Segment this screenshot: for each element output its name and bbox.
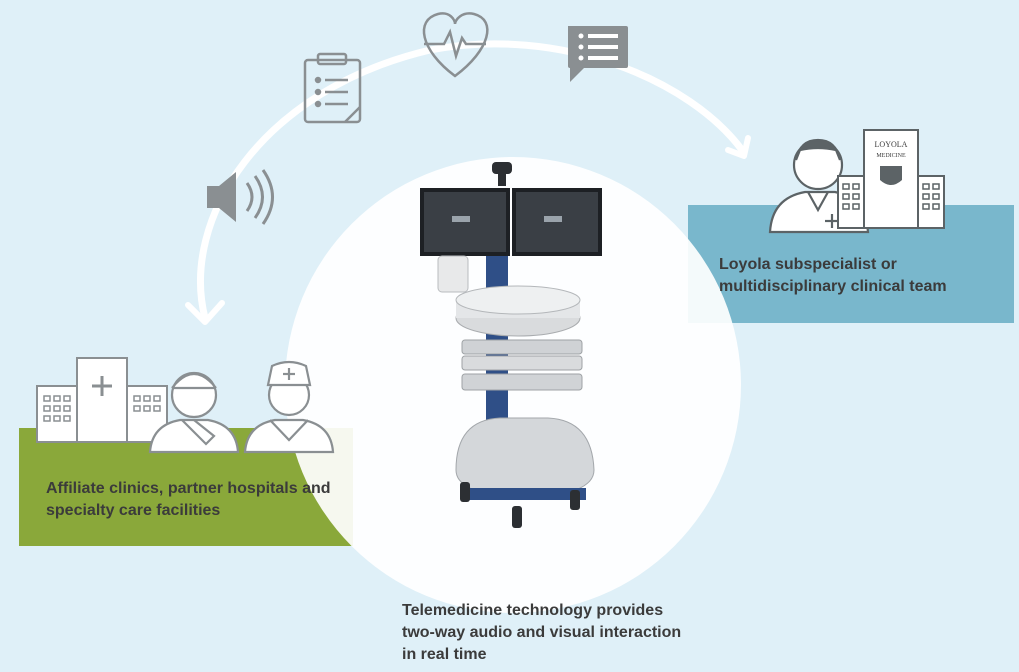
logo-line2: MEDICINE [876, 153, 906, 159]
heart-monitor-icon [422, 12, 489, 78]
arrow-down-left [185, 300, 225, 325]
loyola-hospital-icon [837, 129, 945, 229]
loyola-seal-icon [880, 166, 902, 185]
chat-list-icon [568, 26, 628, 82]
patient-icon [148, 371, 240, 454]
logo-line1: LOYOLA [875, 140, 908, 149]
arrow-down-right [725, 135, 751, 159]
clipboard-icon [303, 52, 362, 124]
telemedicine-cart-illustration [420, 162, 602, 528]
nurse-icon [243, 360, 335, 454]
speaker-icon [207, 169, 274, 225]
affiliates-caption: Affiliate clinics, partner hospitals and… [46, 480, 331, 519]
hospital-icon [36, 357, 168, 443]
technology-caption: Telemedicine technology provides two-way… [402, 602, 682, 663]
loyola-caption: Loyola subspecialist or multidisciplinar… [719, 256, 947, 295]
